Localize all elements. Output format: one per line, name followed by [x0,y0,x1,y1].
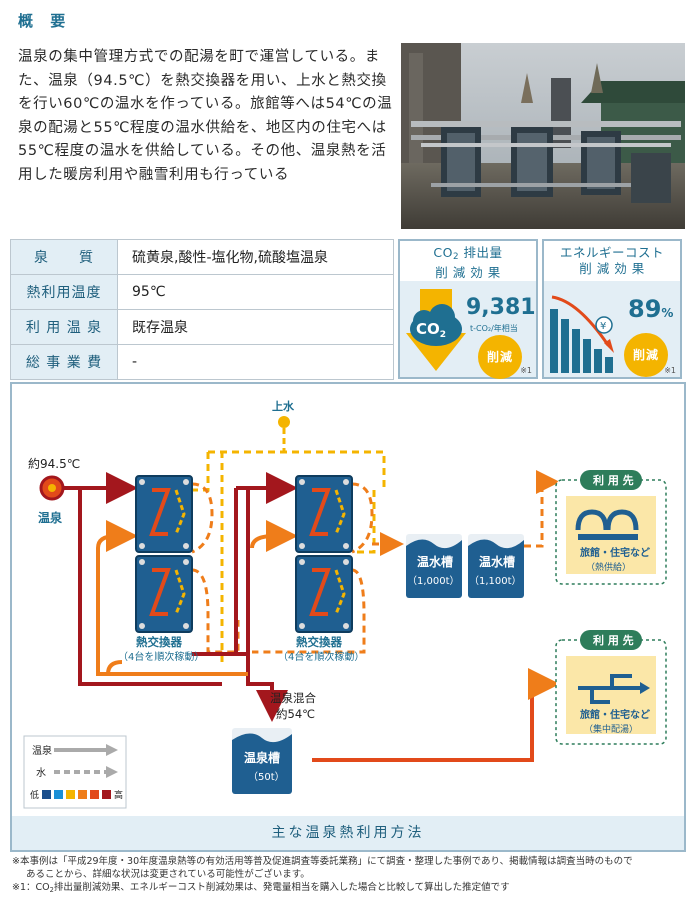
source-temp-label: 約94.5℃ [28,456,80,471]
svg-text:温泉: 温泉 [32,744,52,757]
hx2-sub: （4台を順次稼動） [278,650,364,663]
co2-footnote-ref: ※1 [520,366,532,375]
footnote-1: ※本事例は「平成29年度・30年度温泉熱等の有効活用等普及促進調査等委託業務」に… [12,856,633,867]
water-source-icon [278,416,290,428]
cost-value: 89% [628,295,674,323]
heat-flow-diagram: 上水 約94.5℃ 温泉 [10,382,686,852]
hot-water-tank-2: 温水槽 （1,100t） [468,534,524,598]
cost-footnote-ref: ※1 [664,366,676,375]
section-title: 概 要 [18,12,72,30]
svg-text:CO2: CO2 [416,320,446,340]
intro-paragraph: 温泉の集中管理方式での配湯を町で運営している。また、温泉（94.5℃）を熱交換器… [18,49,393,183]
svg-text:（熱供給）: （熱供給） [586,561,631,573]
svg-text:温水槽: 温水槽 [417,554,453,569]
table-row: 熱利用温度 95℃ [10,274,394,310]
row-value-total-cost: - [117,344,394,380]
svg-text:低: 低 [30,789,39,801]
svg-text:温泉槽: 温泉槽 [244,750,280,765]
water-line [192,452,210,492]
table-row: 利 用 温 泉 既存温泉 [10,309,394,345]
cost-card-title: エネルギーコスト 削 減 効 果 [559,245,664,276]
co2-unit: t-CO₂/年相当 [470,324,518,333]
info-table: 泉 質 硫黄泉,酸性-塩化物,硫酸塩温泉 熱利用温度 95℃ 利 用 温 泉 既… [10,239,394,380]
co2-reduction-badge: 削減 [478,335,522,379]
hot-spring-tank: 温泉槽 （50t） [232,728,292,794]
co2-value: 9,381 [466,295,536,320]
facility-photo [401,43,685,229]
mix-temp: 約54℃ [276,707,315,721]
flow-legend: 温泉 水 低 高 [23,735,127,809]
svg-text:（50t）: （50t） [248,771,285,783]
table-row: 泉 質 硫黄泉,酸性-塩化物,硫酸塩温泉 [10,239,394,275]
footnote-1b: あることから、詳細な状況は変更されている可能性がございます。 [26,869,310,880]
water-line [352,490,376,554]
footnote-2: ※1：CO2排出量削減効果、エネルギーコスト削減効果は、発電量相当を購入した場合… [12,882,510,894]
svg-text:（集中配湯）: （集中配湯） [584,723,638,735]
row-label-spring-used: 利 用 温 泉 [10,309,118,345]
heat-exchanger-1 [135,475,193,633]
svg-text:利 用 先: 利 用 先 [593,473,634,487]
hot-water-tank-1: 温水槽 （1,000t） [406,534,462,598]
hx1-sub: （4台を順次稼動） [118,650,204,663]
row-label-spring-type: 泉 質 [10,239,118,275]
hx2-label: 熱交換器 [296,635,342,649]
cost-reduction-badge: 削減 [624,333,668,377]
row-value-spring-type: 硫黄泉,酸性-塩化物,硫酸塩温泉 [117,239,394,275]
svg-text:（1,000t）: （1,000t） [407,575,460,587]
svg-text:温水槽: 温水槽 [479,554,515,569]
svg-text:高: 高 [114,789,123,801]
heat-exchanger-2 [295,475,353,633]
svg-text:（1,100t）: （1,100t） [469,575,522,587]
co2-reduction-card: CO2 排出量 削 減 効 果 CO2 9,381 t-CO₂/年相当 削減 ※… [398,239,538,379]
co2-card-title: CO2 排出量 削 減 効 果 [433,245,503,280]
destination-central-supply: 利 用 先 旅館・住宅など （集中配湯） [555,630,667,745]
row-value-heat-temp: 95℃ [117,274,394,310]
energy-cost-card: エネルギーコスト 削 減 効 果 ¥ 89% 削減 ※1 [542,239,682,379]
mix-label: 温泉混合 [270,691,316,705]
svg-text:利 用 先: 利 用 先 [593,633,634,647]
row-label-heat-temp: 熱利用温度 [10,274,118,310]
row-value-spring-used: 既存温泉 [117,309,394,345]
destination-heat-supply: 利 用 先 旅館・住宅など （熱供給） [555,470,667,585]
table-row: 総 事 業 費 - [10,344,394,380]
declining-bar-chart-icon: ¥ [550,295,614,373]
svg-text:¥: ¥ [600,321,606,332]
svg-text:旅館・住宅など: 旅館・住宅など [580,708,650,721]
row-label-total-cost: 総 事 業 費 [10,344,118,380]
source-label: 温泉 [38,510,63,525]
co2-arrow-icon: CO2 [406,289,466,371]
svg-text:旅館・住宅など: 旅館・住宅など [580,546,650,559]
diagram-caption: 主な温泉熱利用方法 [12,816,684,850]
svg-text:水: 水 [36,767,46,779]
hx1-label: 熱交換器 [136,635,182,649]
water-source-label: 上水 [272,399,295,413]
